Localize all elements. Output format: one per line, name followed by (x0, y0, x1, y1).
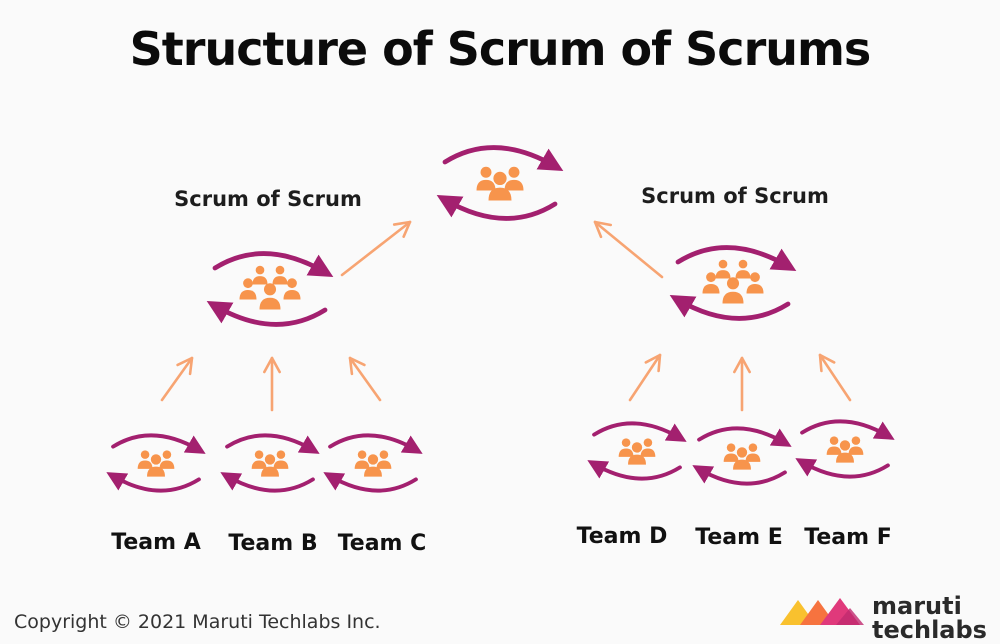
person-right (273, 450, 289, 469)
cycle-arrows-icon (220, 433, 320, 493)
team-label-d: Team D (576, 524, 668, 549)
edge-sos-left-to-top (340, 220, 412, 277)
cycle-arrows-icon (795, 419, 895, 479)
node-label-sos-right: Scrum of Scrum (641, 184, 829, 208)
node-team-f (795, 419, 895, 479)
brand-line-2: techlabs (872, 616, 987, 644)
cycle-arrows-icon (587, 421, 687, 481)
person-center (628, 442, 646, 465)
node-team-a (106, 433, 206, 493)
node-team-b (220, 433, 320, 493)
person-right (746, 272, 764, 294)
person-center (147, 454, 165, 477)
edges-layer (160, 220, 852, 412)
people-group-icon (239, 265, 301, 310)
cycle-arrows-icon (436, 145, 564, 221)
node-team-c (323, 433, 423, 493)
person-left (826, 436, 842, 455)
person-center (259, 283, 281, 310)
maruti-techlabs-logo (780, 598, 864, 625)
person-back-left (715, 259, 731, 279)
people-group-icon (618, 438, 656, 465)
person-left (618, 438, 634, 457)
node-team-d (587, 421, 687, 481)
person-left (251, 450, 267, 469)
person-left (239, 278, 257, 300)
node-sos-right (669, 245, 797, 321)
person-right (283, 278, 301, 300)
person-back-right (735, 259, 751, 279)
team-label-c: Team C (337, 531, 427, 556)
node-sos-left (206, 251, 334, 327)
people-group-icon (723, 443, 761, 470)
person-left (476, 166, 496, 191)
copyright-text: Copyright © 2021 Maruti Techlabs Inc. (14, 611, 381, 633)
team-label-f: Team F (804, 525, 892, 550)
people-group-icon (476, 166, 524, 201)
edge-team-c-to-sos-left (348, 356, 382, 402)
edge-team-f-to-sos-right (818, 353, 852, 402)
person-center (836, 440, 854, 463)
person-back-right (272, 265, 288, 285)
team-label-a: Team A (111, 530, 201, 555)
team-label-b: Team B (228, 531, 318, 556)
cycle-arrows-icon (669, 245, 797, 321)
page-title: Structure of Scrum of Scrums (129, 22, 872, 76)
edge-sos-right-to-top (593, 220, 664, 279)
nodes-layer (106, 145, 895, 493)
person-center (261, 454, 279, 477)
person-left (354, 450, 370, 469)
edge-team-a-to-sos-left (160, 356, 194, 402)
people-group-icon (251, 450, 289, 477)
edge-team-b-to-sos-left (263, 356, 281, 412)
person-center (722, 277, 744, 304)
person-center (733, 447, 751, 470)
person-left (702, 272, 720, 294)
person-left (137, 450, 153, 469)
person-left (723, 443, 739, 462)
cycle-arrows-icon (692, 426, 792, 486)
scrum-of-scrums-diagram (106, 145, 895, 625)
team-label-e: Team E (695, 525, 783, 550)
node-team-e (692, 426, 792, 486)
brand-name: maruti techlabs (872, 594, 987, 642)
brand-line-1: maruti (872, 592, 962, 620)
cycle-arrows-icon (323, 433, 423, 493)
people-group-icon (354, 450, 392, 477)
people-group-icon (826, 436, 864, 463)
person-right (640, 438, 656, 457)
person-right (848, 436, 864, 455)
person-right (159, 450, 175, 469)
person-back-left (252, 265, 268, 285)
node-top (436, 145, 564, 221)
person-center (364, 454, 382, 477)
cycle-arrows-icon (206, 251, 334, 327)
people-group-icon (137, 450, 175, 477)
person-right (745, 443, 761, 462)
person-right (504, 166, 524, 191)
node-label-sos-left: Scrum of Scrum (174, 187, 362, 211)
person-center (488, 171, 512, 201)
edge-team-d-to-sos-right (628, 353, 662, 402)
cycle-arrows-icon (106, 433, 206, 493)
edge-team-e-to-sos-right (733, 356, 751, 412)
person-right (376, 450, 392, 469)
people-group-icon (702, 259, 764, 304)
